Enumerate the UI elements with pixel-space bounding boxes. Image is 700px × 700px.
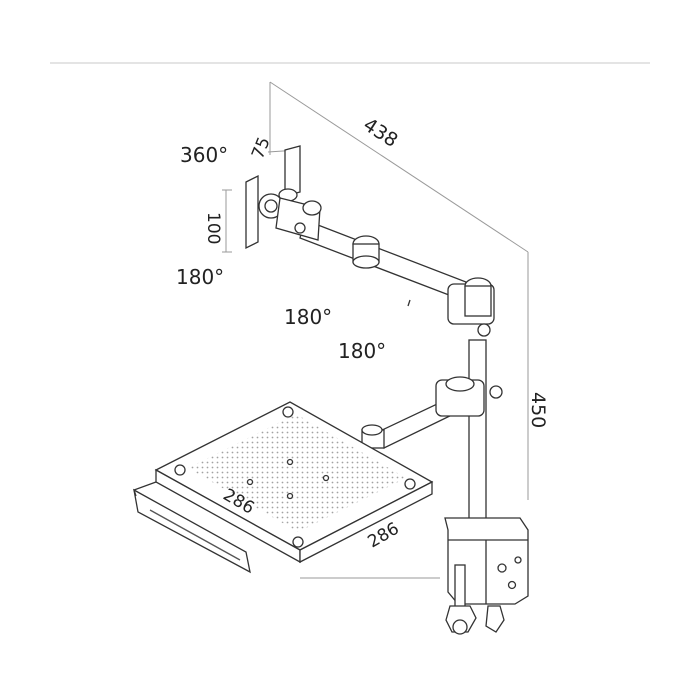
dimension-guides xyxy=(222,81,529,579)
upper-arm xyxy=(299,219,495,337)
vesa-vertical-dimension: 100 xyxy=(203,212,223,244)
arm-reach-dimension: 438 xyxy=(359,114,401,152)
swivel-angle-label: 360° xyxy=(180,143,228,167)
lower-arm xyxy=(361,376,503,449)
vesa-horizontal-dimension: 75 xyxy=(248,134,275,162)
pole-and-clamp xyxy=(444,339,529,635)
pole-height-dimension: 450 xyxy=(527,392,549,428)
monitor-head xyxy=(245,145,322,250)
lower-arm-angle-label: 180° xyxy=(338,339,386,363)
upper-arm-angle-label: 180° xyxy=(284,305,332,329)
tilt-angle-label: 180° xyxy=(176,265,224,289)
laptop-tray xyxy=(133,401,434,574)
